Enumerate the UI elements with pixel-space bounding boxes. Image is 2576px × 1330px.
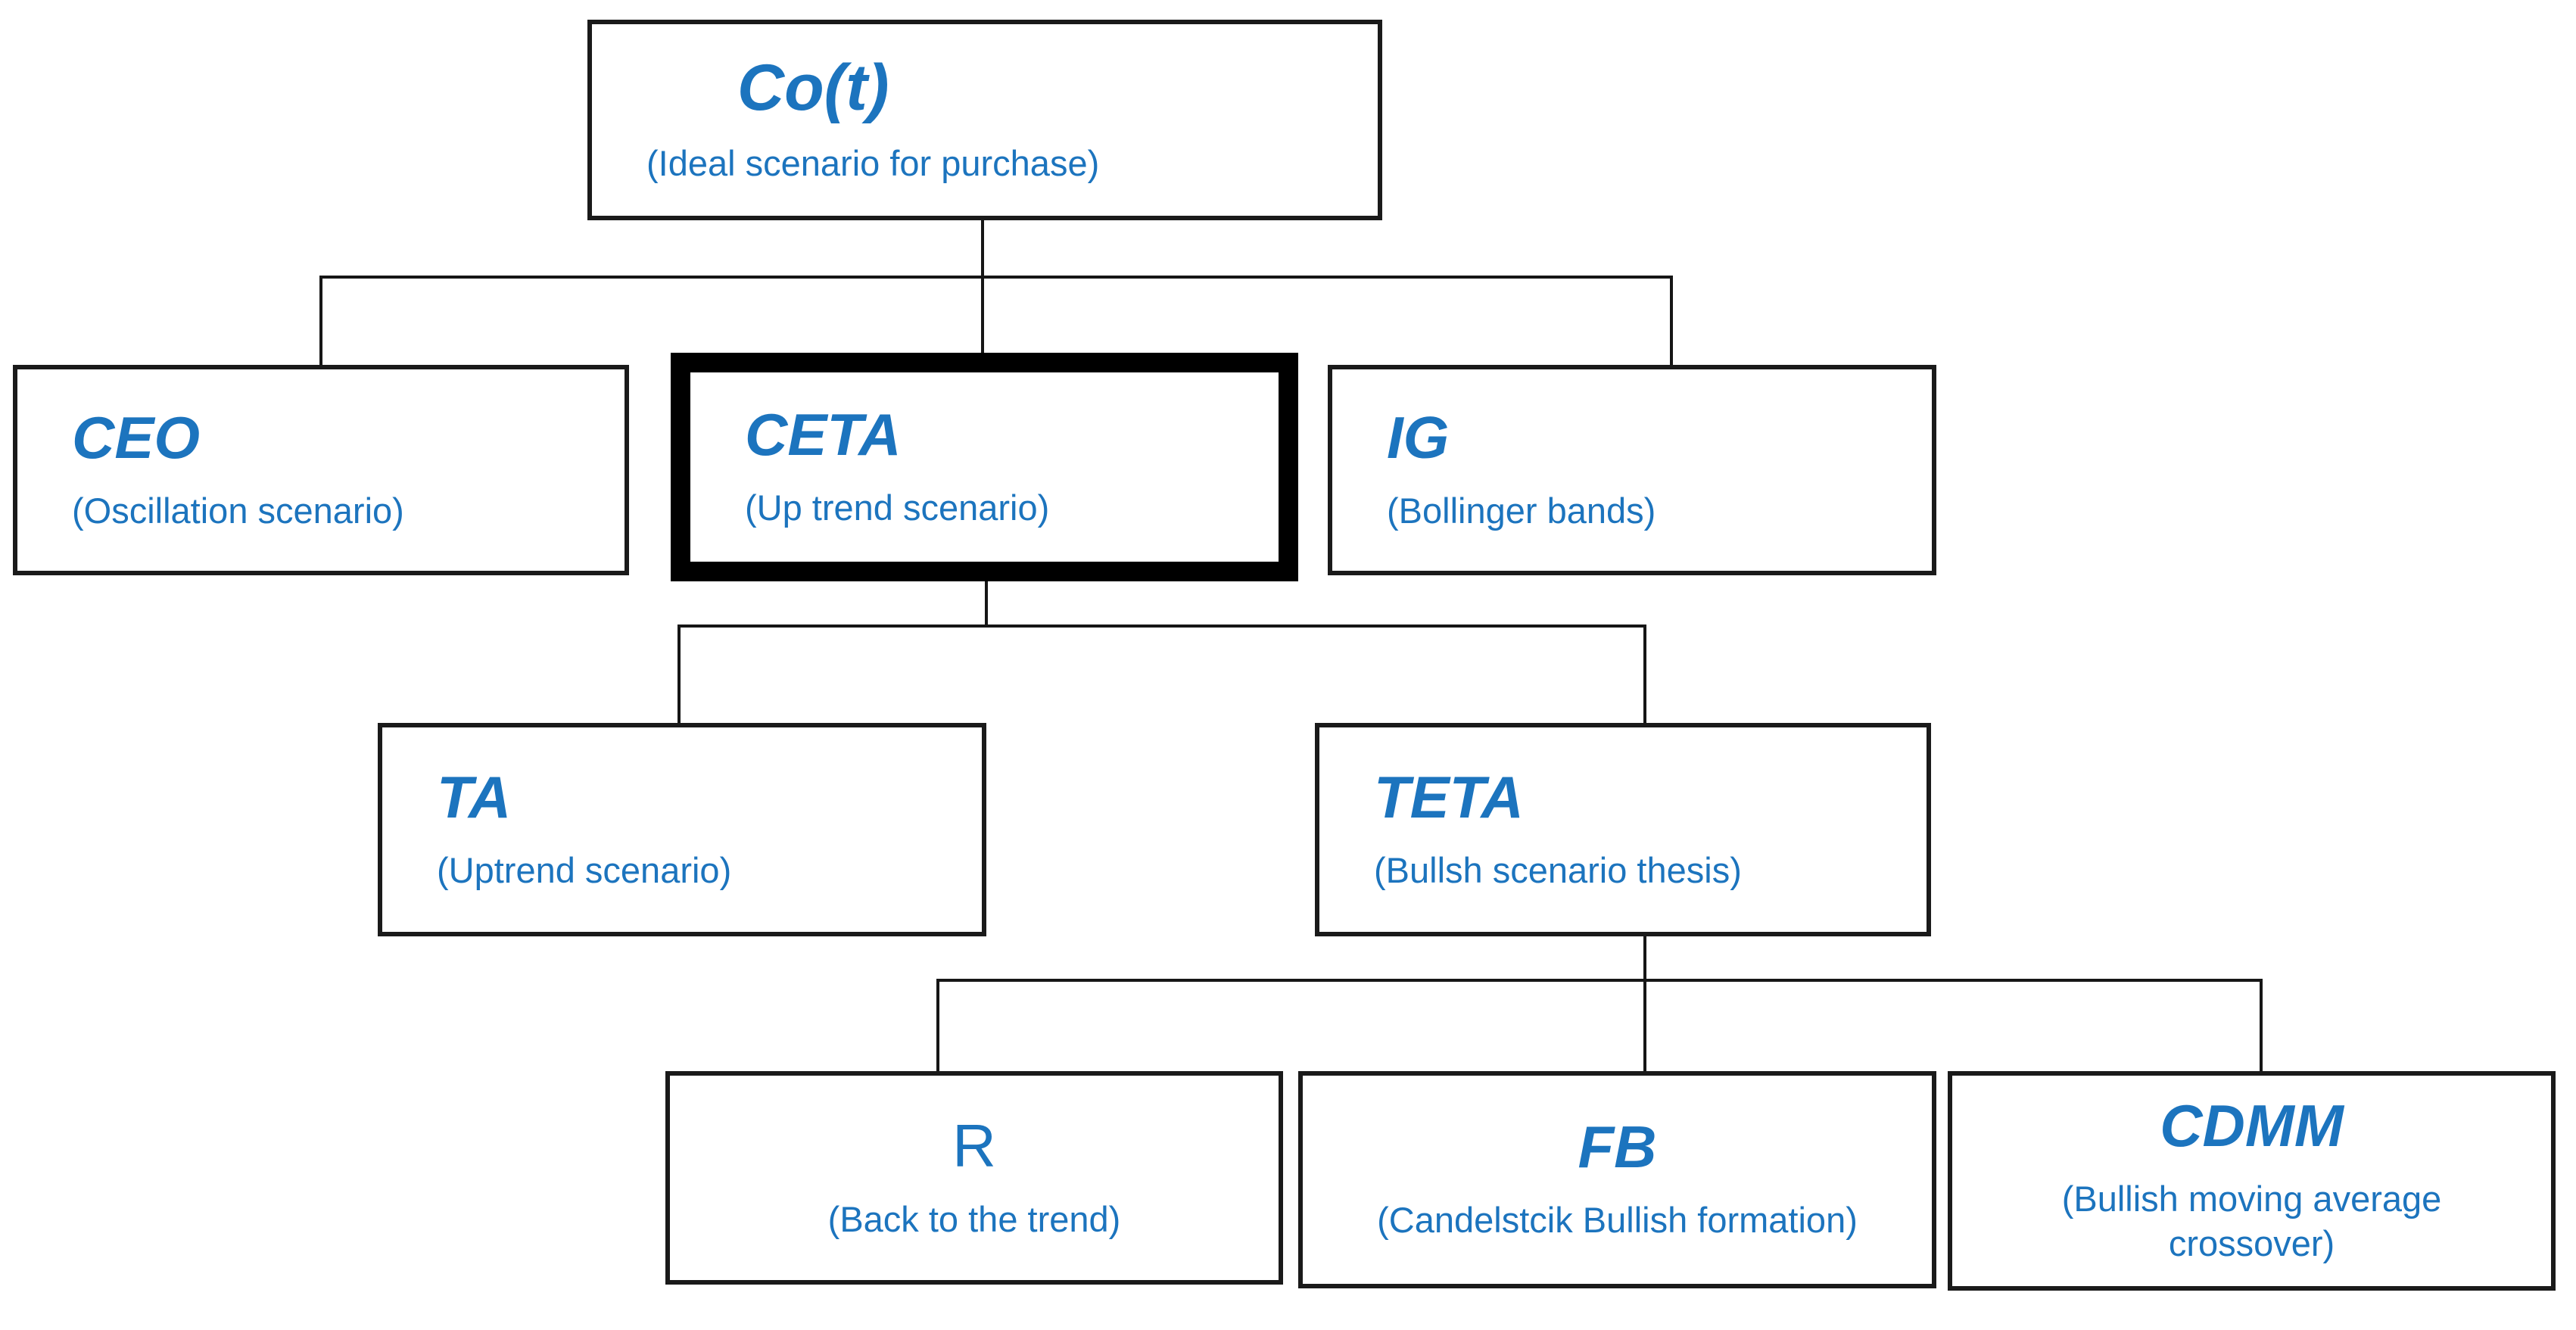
node-ta-label: TA [437,763,512,830]
node-teta-label: TETA [1374,763,1524,830]
connector-drop-to-fb [1643,979,1646,1073]
node-r: R (Back to the trend) [665,1071,1283,1285]
connector-teta-down-vertical [1643,935,1646,982]
node-teta-sublabel: (Bullsh scenario thesis) [1374,849,1742,890]
node-ig: IG (Bollinger bands) [1328,365,1936,575]
connector-level2-horizontal [319,276,1673,279]
node-fb: FB (Candelstcik Bullish formation) [1298,1071,1936,1288]
node-cdmm-label: CDMM [2160,1092,2344,1160]
connector-drop-to-r [936,979,939,1073]
node-ceta-highlighted: CETA (Up trend scenario) [671,353,1298,581]
node-ceo-sublabel: (Oscillation scenario) [72,490,404,531]
node-ceta-sublabel: (Up trend scenario) [745,487,1050,528]
node-ta-sublabel: (Uptrend scenario) [437,849,732,890]
connector-level4-horizontal [936,979,2263,982]
connector-level3-horizontal [677,625,1646,628]
node-cdmm-sublabel: (Bullish moving average crossover) [2061,1179,2442,1263]
connector-drop-to-ceo [319,276,322,366]
connector-ceta-down-vertical [985,580,988,628]
node-r-label: R [952,1111,996,1179]
node-cot-sublabel: (Ideal scenario for purchase) [646,143,1100,184]
node-fb-label: FB [1578,1114,1657,1181]
node-ceo-label: CEO [72,403,201,471]
node-ceo: CEO (Oscillation scenario) [13,365,629,575]
connector-drop-to-cdmm [2260,979,2263,1073]
node-cot: Co(t) (Ideal scenario for purchase) [587,20,1382,220]
node-ig-sublabel: (Bollinger bands) [1387,490,1656,531]
node-ceta-label: CETA [745,400,902,468]
node-cot-label: Co(t) [737,51,889,124]
node-fb-sublabel: (Candelstcik Bullish formation) [1377,1200,1858,1241]
node-r-sublabel: (Back to the trend) [827,1198,1121,1239]
connector-drop-to-ta [677,625,681,724]
node-ig-label: IG [1387,403,1450,471]
node-cdmm: CDMM (Bullish moving average crossover) [1948,1071,2556,1291]
node-teta: TETA (Bullsh scenario thesis) [1315,723,1931,936]
connector-cot-to-ceta-vertical [981,219,984,354]
connector-drop-to-teta [1643,625,1646,724]
node-ta: TA (Uptrend scenario) [378,723,986,936]
connector-drop-to-ig [1670,276,1673,366]
